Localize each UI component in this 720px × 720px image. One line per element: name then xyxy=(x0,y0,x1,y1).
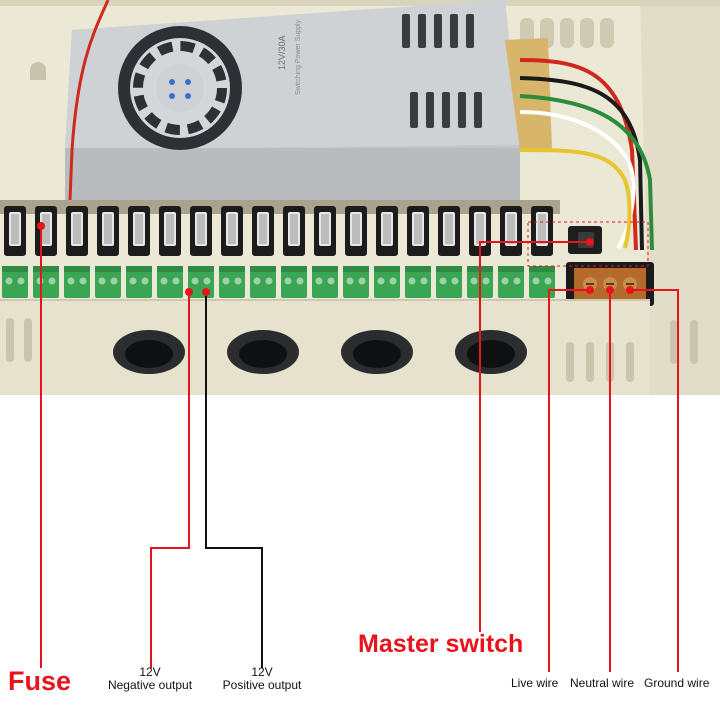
fuse-holder xyxy=(252,206,274,256)
fuse-holder xyxy=(4,206,26,256)
enclosure-front-panel xyxy=(0,300,650,395)
fuse-holder xyxy=(190,206,212,256)
output-terminal xyxy=(33,266,59,298)
fan-icon xyxy=(118,26,242,150)
live-wire-label: Live wire xyxy=(511,676,559,690)
mounting-hole xyxy=(30,62,46,80)
output-terminal xyxy=(2,266,28,298)
negative-output-label: 12V Negative output xyxy=(100,666,200,691)
neutral-wire-label: Neutral wire xyxy=(570,676,635,690)
psu-vent-slots xyxy=(402,14,482,128)
output-terminal xyxy=(219,266,245,298)
ac-terminal-screw xyxy=(603,277,617,291)
output-terminal xyxy=(95,266,121,298)
cable-grommet xyxy=(227,330,299,374)
output-terminal xyxy=(436,266,462,298)
fuse-holder xyxy=(376,206,398,256)
ac-terminal-screw xyxy=(623,277,637,291)
fuse-holder xyxy=(407,206,429,256)
positive-output-callout-line xyxy=(205,292,263,668)
output-terminal xyxy=(250,266,276,298)
output-terminal xyxy=(281,266,307,298)
fuse-holder xyxy=(500,206,522,256)
output-terminal xyxy=(126,266,152,298)
output-terminal xyxy=(64,266,90,298)
positive-output-text: Positive output xyxy=(222,677,302,692)
master-switch-callout-line xyxy=(479,241,590,632)
output-terminal xyxy=(498,266,524,298)
positive-output-label: 12V Positive output xyxy=(212,666,312,691)
output-terminal xyxy=(405,266,431,298)
ac-terminal-screw xyxy=(583,277,597,291)
enclosure-right-wall xyxy=(640,0,720,395)
fuse-holder xyxy=(97,206,119,256)
positive-voltage-text: 12V xyxy=(251,665,273,679)
fuse-holder xyxy=(314,206,336,256)
psu-rating-text: 12V/30A xyxy=(277,35,287,70)
fuse-holder xyxy=(221,206,243,256)
svg-text:Switching Power Supply: Switching Power Supply xyxy=(295,19,302,95)
fuse-holder xyxy=(438,206,460,256)
psu-terminal-block xyxy=(505,38,552,150)
negative-voltage-text: 12V xyxy=(139,665,161,679)
fuse-holder xyxy=(66,206,88,256)
fuse-label: Fuse xyxy=(8,666,72,696)
output-terminal xyxy=(343,266,369,298)
cable-grommet xyxy=(113,330,185,374)
live-wire-callout-line xyxy=(548,289,590,672)
cable-grommet xyxy=(455,330,527,374)
output-terminal xyxy=(157,266,183,298)
fuse-holder xyxy=(531,206,553,256)
ground-wire-callout-line xyxy=(630,289,679,672)
cable-grommet xyxy=(341,330,413,374)
negative-output-callout-line xyxy=(150,292,190,668)
ground-wire-label: Ground wire xyxy=(644,676,710,690)
output-terminal xyxy=(374,266,400,298)
fuse-holder xyxy=(283,206,305,256)
fuse-holder xyxy=(345,206,367,256)
fuse-holder xyxy=(159,206,181,256)
output-terminal xyxy=(312,266,338,298)
negative-output-text: Negative output xyxy=(107,677,193,692)
master-switch-label: Master switch xyxy=(358,630,524,658)
fuse-holder xyxy=(35,206,57,256)
fuse-holder xyxy=(128,206,150,256)
output-terminal xyxy=(529,266,555,298)
fuse-holder xyxy=(469,206,491,256)
